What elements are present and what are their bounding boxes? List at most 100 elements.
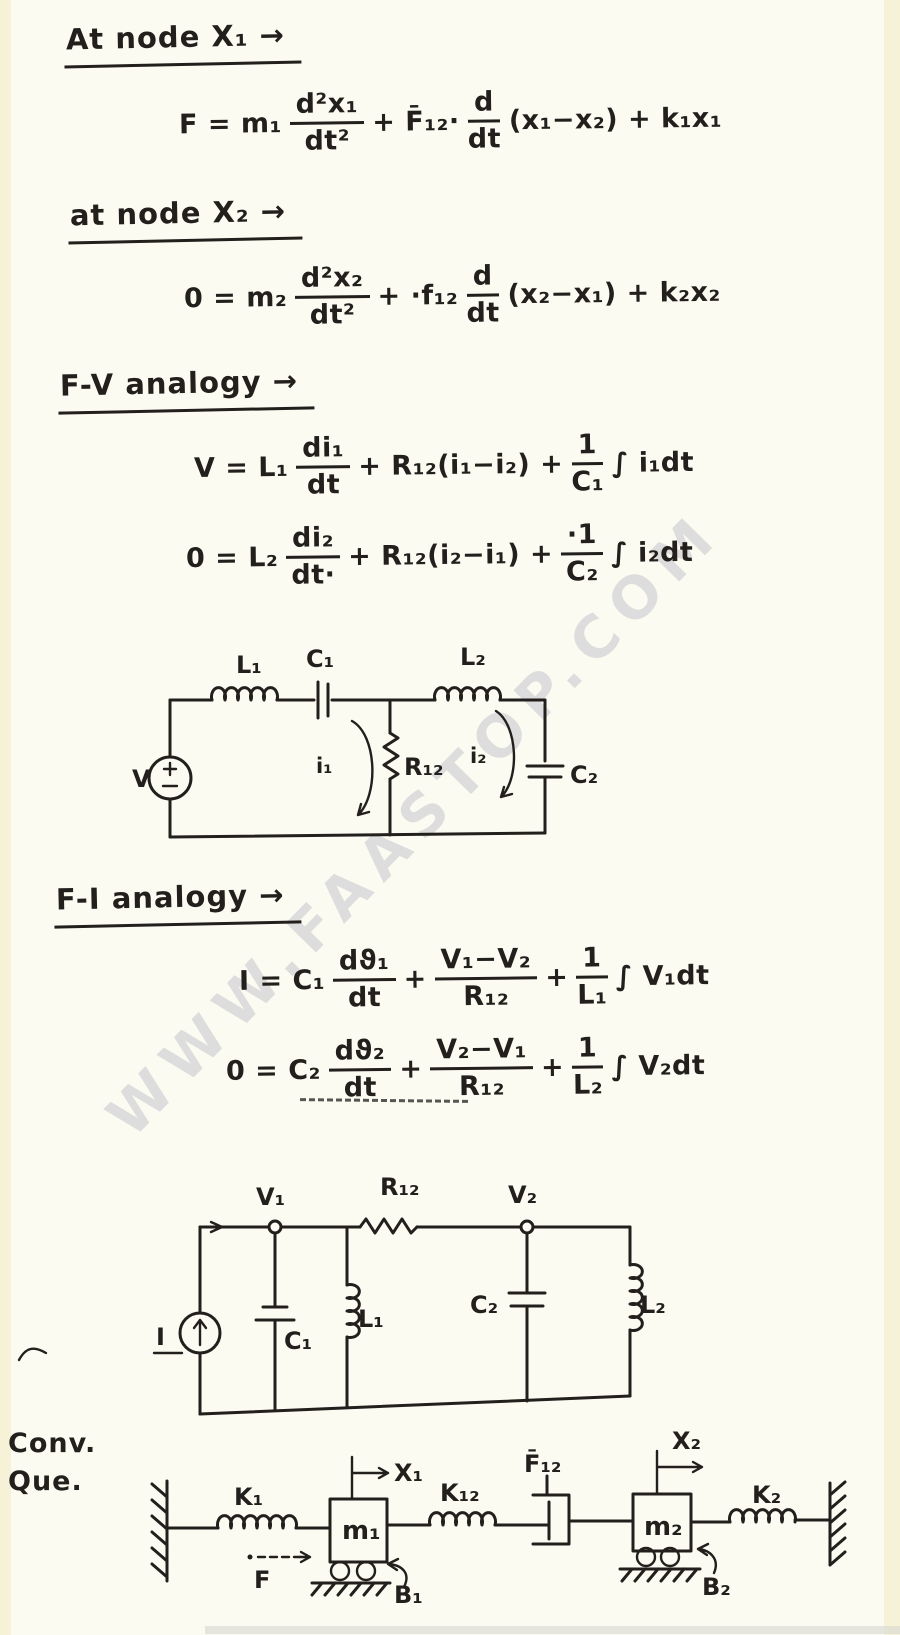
x1-label: X₁ <box>394 1459 423 1487</box>
roller-m1-right <box>355 1560 377 1582</box>
resistor-R12 <box>358 1217 419 1235</box>
denominator: C₁ <box>571 466 605 498</box>
V1-label: V₁ <box>256 1183 285 1211</box>
B2-arrow <box>696 1542 717 1575</box>
node-V2 <box>519 1219 535 1235</box>
roller-m1-left <box>329 1560 351 1582</box>
C2-label: C₂ <box>470 1291 498 1319</box>
F-label: F <box>254 1566 270 1594</box>
numerator: di₂ <box>285 522 341 560</box>
roller-m2-right <box>659 1546 681 1568</box>
numerator: d²x₁ <box>289 88 365 126</box>
eq-term: 0 = m₂ <box>183 282 288 315</box>
eq-term: + <box>403 963 427 996</box>
K1-label: K₁ <box>234 1483 263 1511</box>
x1-displacement-arrow <box>350 1455 390 1501</box>
diagram-strokes <box>150 1449 847 1597</box>
right-wall <box>828 1480 847 1567</box>
eq-term: ∫ i₁dt <box>611 447 695 480</box>
eq-term: + <box>540 1052 565 1084</box>
m1-label: m₁ <box>342 1516 380 1546</box>
voltage-source <box>147 755 193 801</box>
x2-label: X₂ <box>672 1427 701 1455</box>
denominator: L₂ <box>572 1069 604 1101</box>
eq-term: + R₁₂(i₁−i₂) + <box>358 448 564 483</box>
L1-label: L₁ <box>236 651 262 679</box>
ground-m2 <box>618 1567 702 1583</box>
heading-fv-analogy: F-V analogy → <box>57 363 315 415</box>
resistor-R12 <box>382 731 400 781</box>
numerator: d²x₂ <box>294 262 370 300</box>
que-label: Que. <box>8 1466 83 1497</box>
denominator: dt² <box>304 125 351 158</box>
denominator: L₁ <box>577 979 608 1011</box>
heading-node-x1: At node X₁ → <box>63 17 302 69</box>
eq-term: 0 = L₂ <box>185 542 279 575</box>
eq-term: + R₁₂(i₂−i₁) + <box>347 538 554 573</box>
conv-label: Conv. <box>8 1428 97 1459</box>
eq-term: (x₂−x₁) + k₂x₂ <box>507 276 721 311</box>
C1-label: C₁ <box>284 1327 312 1355</box>
denominator: dt <box>306 469 341 501</box>
numerator: dϑ₂ <box>328 1035 392 1072</box>
numerator: di₁ <box>295 432 351 470</box>
capacitor-C1 <box>316 680 330 720</box>
eq-term: + <box>399 1053 423 1086</box>
source-up-arrow <box>192 1318 208 1347</box>
wire-arrowhead <box>209 1220 224 1234</box>
damper-F12 <box>531 1474 571 1546</box>
eq-term: ∫ i₂dt <box>610 537 694 570</box>
current-source <box>178 1311 222 1355</box>
denominator: dt <box>466 297 500 330</box>
inductor-L2 <box>433 686 502 702</box>
spring-K1 <box>216 1514 298 1530</box>
denominator: C₂ <box>565 556 599 588</box>
eq-term: ∫ V₁dt <box>615 960 710 993</box>
V2-label: V₂ <box>508 1181 537 1209</box>
spring-K12 <box>428 1511 497 1527</box>
numerator: ·1 <box>560 519 604 556</box>
denominator: dt <box>467 123 502 156</box>
loop-current-i1-arrow <box>350 719 374 817</box>
eq-term: (x₁−x₂) + k₁x₁ <box>508 102 723 137</box>
loop-current-i2-arrow <box>494 709 516 799</box>
mass-m1-box <box>328 1497 389 1564</box>
eq-term: V = L₁ <box>193 452 289 485</box>
eq-term: + F̄₁₂· <box>372 106 460 139</box>
numerator: V₁−V₂ <box>434 943 538 981</box>
capacitor-C1 <box>254 1305 296 1322</box>
ground-m1 <box>310 1581 392 1597</box>
source-label: V <box>132 765 151 793</box>
B1-arrow <box>386 1557 408 1589</box>
fv-circuit-diagram: V L₁ C₁ L₂ R₁₂ C₂ i₁ i₂ <box>132 643 598 839</box>
denominator: R₁₂ <box>458 1070 506 1103</box>
spring-K2 <box>728 1508 797 1524</box>
C1-label: C₁ <box>306 645 334 673</box>
denominator: dt <box>347 982 382 1014</box>
eq-term: 0 = C₂ <box>225 1055 322 1088</box>
force-dot <box>247 1554 253 1560</box>
capacitor-C2 <box>525 764 565 779</box>
numerator: 1 <box>571 1032 604 1069</box>
inductor-L1 <box>345 1283 361 1339</box>
paper-edge-right <box>884 0 900 1635</box>
eq-term: I = C₁ <box>238 965 326 998</box>
fi-circuit-diagram: V₁ R₁₂ V₂ I C₁ L₁ C₂ L₂ <box>152 1173 666 1416</box>
left-wall <box>150 1479 169 1583</box>
B2-label: B₂ <box>702 1573 731 1601</box>
B1-label: B₁ <box>394 1581 423 1609</box>
R12-label: R₁₂ <box>404 753 444 781</box>
denominator: dt· <box>291 559 336 592</box>
heading-node-x2: at node X₂ → <box>67 193 303 245</box>
